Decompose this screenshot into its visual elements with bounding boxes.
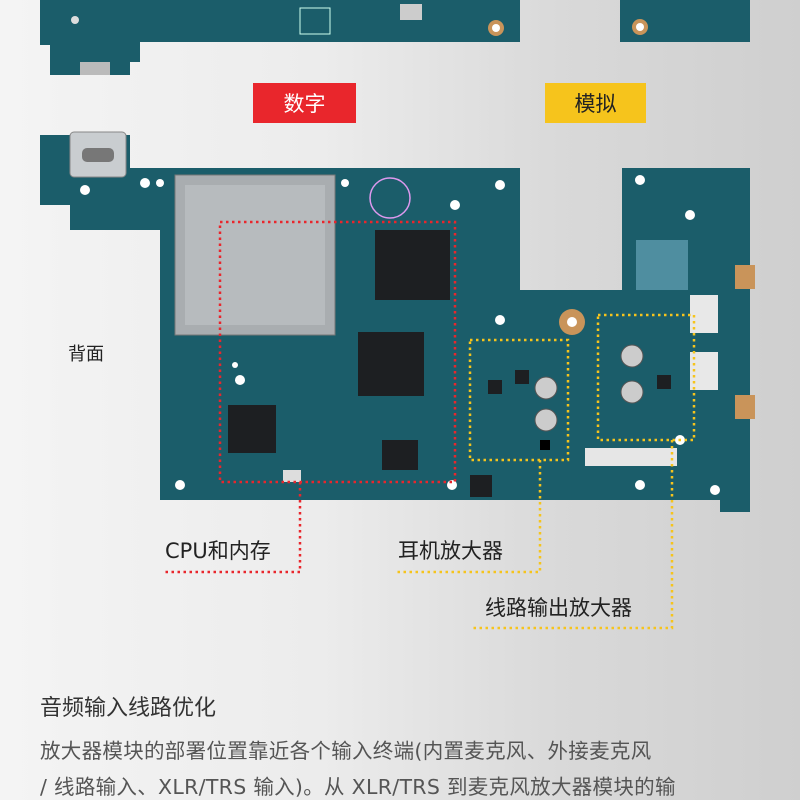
line-out-amp-outline bbox=[596, 313, 696, 442]
section-body-line: / 线路输入、XLR/TRS 输入)。从 XLR/TRS 到麦克风放大器模块的输 bbox=[40, 775, 676, 799]
headphone-amp-outline bbox=[468, 338, 570, 462]
cpu-memory-callout: CPU和内存 bbox=[165, 539, 271, 563]
back-side-label: 背面 bbox=[68, 344, 104, 365]
headphone-amp-callout: 耳机放大器 bbox=[398, 539, 503, 563]
top-board bbox=[40, 0, 750, 75]
section-body-line: 放大器模块的部署位置靠近各个输入终端(内置麦克风、外接麦克风 bbox=[40, 739, 652, 763]
main-board bbox=[40, 131, 755, 512]
digital-label: 数字 bbox=[253, 83, 356, 123]
line-out-callout-line bbox=[470, 440, 674, 630]
section-title: 音频输入线路优化 bbox=[40, 696, 217, 721]
headphone-callout-line bbox=[395, 460, 542, 574]
line-out-amp-callout: 线路输出放大器 bbox=[485, 596, 632, 620]
cpu-callout-line bbox=[163, 482, 302, 574]
analog-label: 模拟 bbox=[545, 83, 646, 123]
cpu-region-outline bbox=[218, 220, 457, 484]
